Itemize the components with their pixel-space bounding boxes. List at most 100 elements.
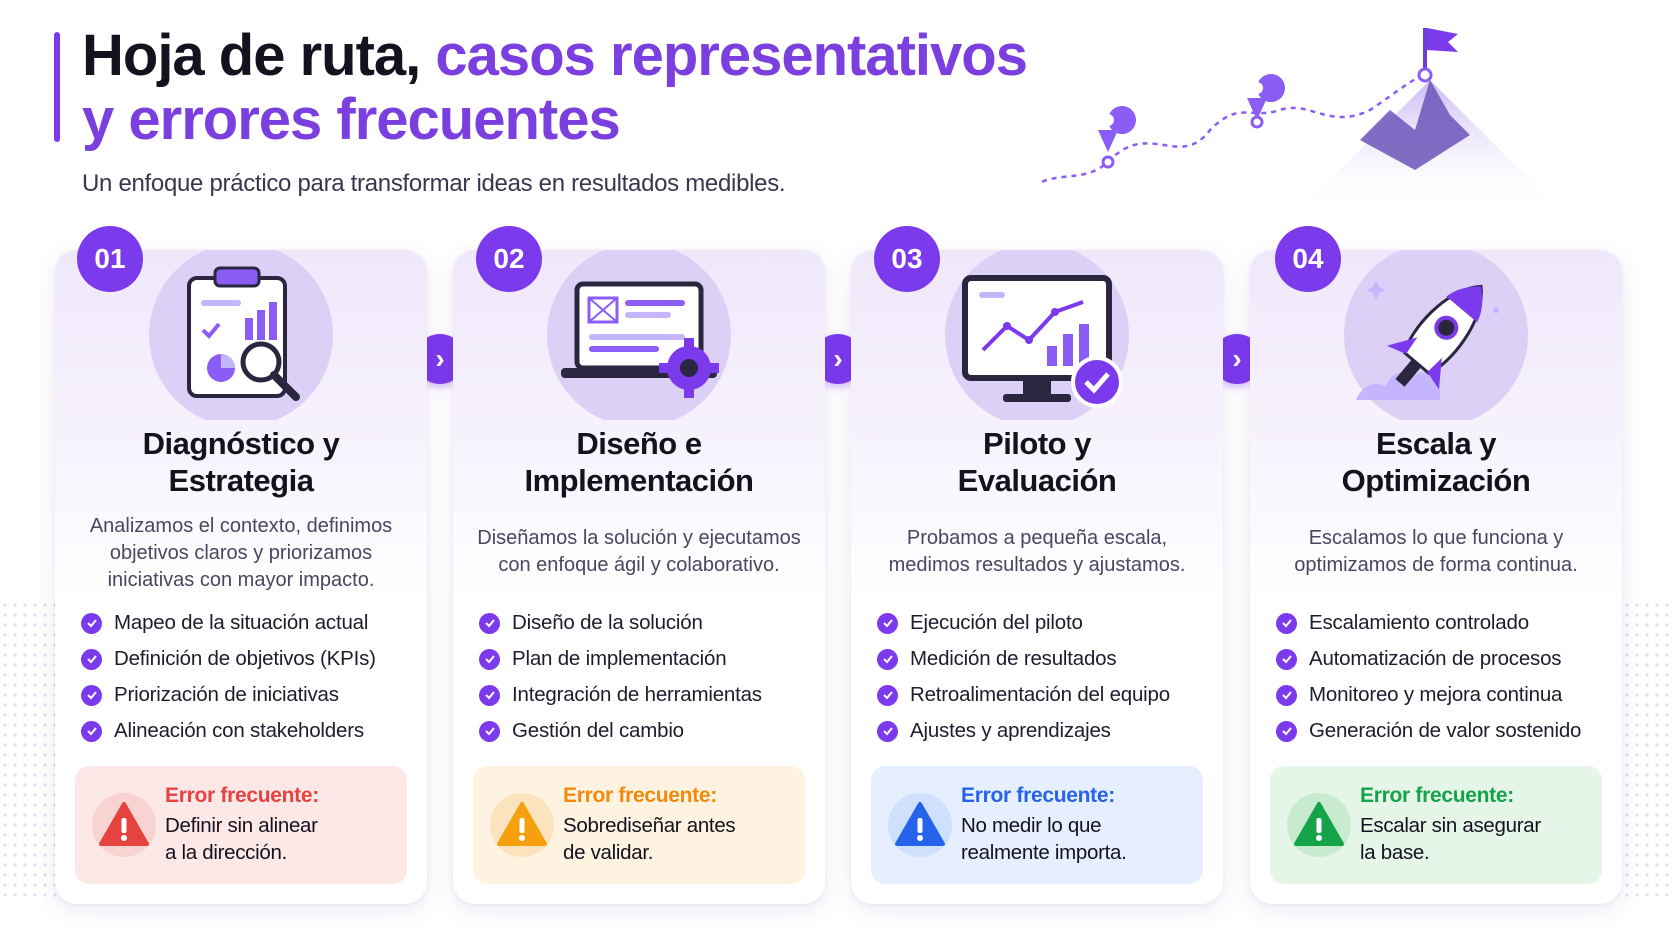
list-item: Medición de resultados (877, 641, 1170, 677)
common-error-box: Error frecuente: Escalar sin asegurar la … (1270, 766, 1602, 884)
bullet-text: Retroalimentación del equipo (910, 683, 1170, 706)
list-item: Automatización de procesos (1276, 641, 1581, 677)
card-title-line: Estrategia (168, 463, 314, 498)
bullet-text: Gestión del cambio (512, 719, 684, 742)
check-circle-icon (877, 720, 898, 742)
list-item: Priorización de iniciativas (81, 677, 376, 713)
chevron-right-icon: › (435, 343, 445, 374)
check-circle-icon (1276, 612, 1297, 634)
list-item: Retroalimentación del equipo (877, 677, 1170, 713)
card-bullet-list: Mapeo de la situación actual Definición … (81, 605, 376, 749)
check-circle-icon (877, 612, 898, 634)
list-item: Escalamiento controlado (1276, 605, 1581, 641)
check-circle-icon (877, 648, 898, 670)
page-title: Hoja de ruta, casos representativos y er… (82, 23, 1028, 152)
error-label: Error frecuente: (165, 784, 319, 807)
check-circle-icon (479, 720, 500, 742)
monitor-chart-icon (945, 250, 1129, 420)
warning-triangle-icon (888, 793, 952, 857)
common-error-box: Error frecuente: Sobrediseñar antes de va… (473, 766, 805, 884)
list-item: Monitoreo y mejora continua (1276, 677, 1581, 713)
bullet-text: Ejecución del piloto (910, 611, 1083, 634)
list-item: Gestión del cambio (479, 713, 762, 749)
error-line: Definir sin alinear (165, 814, 318, 837)
card-title-line: Evaluación (957, 463, 1117, 498)
error-line: No medir lo que (961, 814, 1102, 837)
error-text: Sobrediseñar antes de validar. (563, 812, 793, 866)
flag-icon (1417, 28, 1458, 83)
title-purple-part-1: casos representativos (435, 23, 1028, 88)
error-label: Error frecuente: (563, 784, 717, 807)
error-text: Definir sin alinear a la dirección. (165, 812, 395, 866)
error-line: a la dirección. (165, 841, 287, 864)
card-title-line: Optimización (1341, 463, 1531, 498)
error-line: la base. (1360, 841, 1430, 864)
card-bullet-list: Ejecución del piloto Medición de resulta… (877, 605, 1170, 749)
list-item: Plan de implementación (479, 641, 762, 677)
card-title-line: Implementación (524, 463, 755, 498)
error-label: Error frecuente: (1360, 784, 1514, 807)
step-number-badge: 02 (476, 226, 542, 292)
card-title: Diseño e Implementación (463, 425, 815, 499)
bullet-text: Alineación con stakeholders (114, 719, 364, 742)
error-label: Error frecuente: (961, 784, 1115, 807)
title-purple-part-2: y errores frecuentes (82, 87, 621, 152)
bullet-text: Mapeo de la situación actual (114, 611, 369, 634)
card-bullet-list: Escalamiento controlado Automatización d… (1276, 605, 1581, 749)
map-pin-icon (1098, 106, 1136, 169)
step-card-piloto: Piloto y Evaluación Probamos a pequeña e… (851, 250, 1223, 904)
error-line: Escalar sin asegurar (1360, 814, 1541, 837)
check-circle-icon (479, 684, 500, 706)
list-item: Definición de objetivos (KPIs) (81, 641, 376, 677)
step-card-diseno: Diseño e Implementación Diseñamos la sol… (453, 250, 825, 904)
check-circle-icon (81, 648, 102, 670)
check-circle-icon (1276, 684, 1297, 706)
list-item: Integración de herramientas (479, 677, 762, 713)
card-description: Escalamos lo que funciona y optimizamos … (1294, 527, 1578, 576)
warning-triangle-icon (1287, 793, 1351, 857)
chevron-right-icon: › (833, 343, 843, 374)
list-item: Ejecución del piloto (877, 605, 1170, 641)
card-title-line: Escala y (1375, 426, 1497, 461)
card-description: Analizamos el contexto, definimos objeti… (89, 515, 393, 591)
roadmap-mountain-illustration (1040, 28, 1560, 210)
check-circle-icon (81, 684, 102, 706)
laptop-gear-icon (547, 250, 731, 420)
bullet-text: Definición de objetivos (KPIs) (114, 647, 376, 670)
check-circle-icon (1276, 648, 1297, 670)
list-item: Diseño de la solución (479, 605, 762, 641)
dashed-route (1040, 73, 1426, 184)
card-bullet-list: Diseño de la solución Plan de implementa… (479, 605, 762, 749)
title-dark-part: Hoja de ruta, (82, 23, 421, 88)
chevron-right-icon: › (1232, 343, 1242, 374)
card-description: Diseñamos la solución y ejecutamos con e… (477, 527, 801, 576)
list-item: Generación de valor sostenido (1276, 713, 1581, 749)
title-accent-bar (54, 32, 60, 142)
bullet-text: Diseño de la solución (512, 611, 703, 634)
bullet-text: Monitoreo y mejora continua (1309, 683, 1563, 706)
bullet-text: Ajustes y aprendizajes (910, 719, 1111, 742)
bullet-text: Generación de valor sostenido (1309, 719, 1582, 742)
bullet-text: Medición de resultados (910, 647, 1117, 670)
step-card-escala: Escala y Optimización Escalamos lo que f… (1250, 250, 1622, 904)
map-pin-icon (1247, 74, 1285, 129)
bullet-text: Plan de implementación (512, 647, 727, 670)
rocket-icon (1344, 250, 1528, 420)
error-line: de validar. (563, 841, 654, 864)
card-title: Diagnóstico y Estrategia (65, 425, 417, 499)
check-circle-icon (877, 684, 898, 706)
card-title-line: Diseño e (576, 426, 702, 461)
error-line: Sobrediseñar antes (563, 814, 736, 837)
step-number-badge: 01 (77, 226, 143, 292)
page-subtitle: Un enfoque práctico para transformar ide… (82, 170, 786, 197)
step-number-badge: 03 (874, 226, 940, 292)
common-error-box: Error frecuente: Definir sin alinear a la… (75, 766, 407, 884)
check-circle-icon (479, 612, 500, 634)
warning-triangle-icon (92, 793, 156, 857)
step-number-badge: 04 (1275, 226, 1341, 292)
bullet-text: Integración de herramientas (512, 683, 762, 706)
check-circle-icon (1276, 720, 1297, 742)
